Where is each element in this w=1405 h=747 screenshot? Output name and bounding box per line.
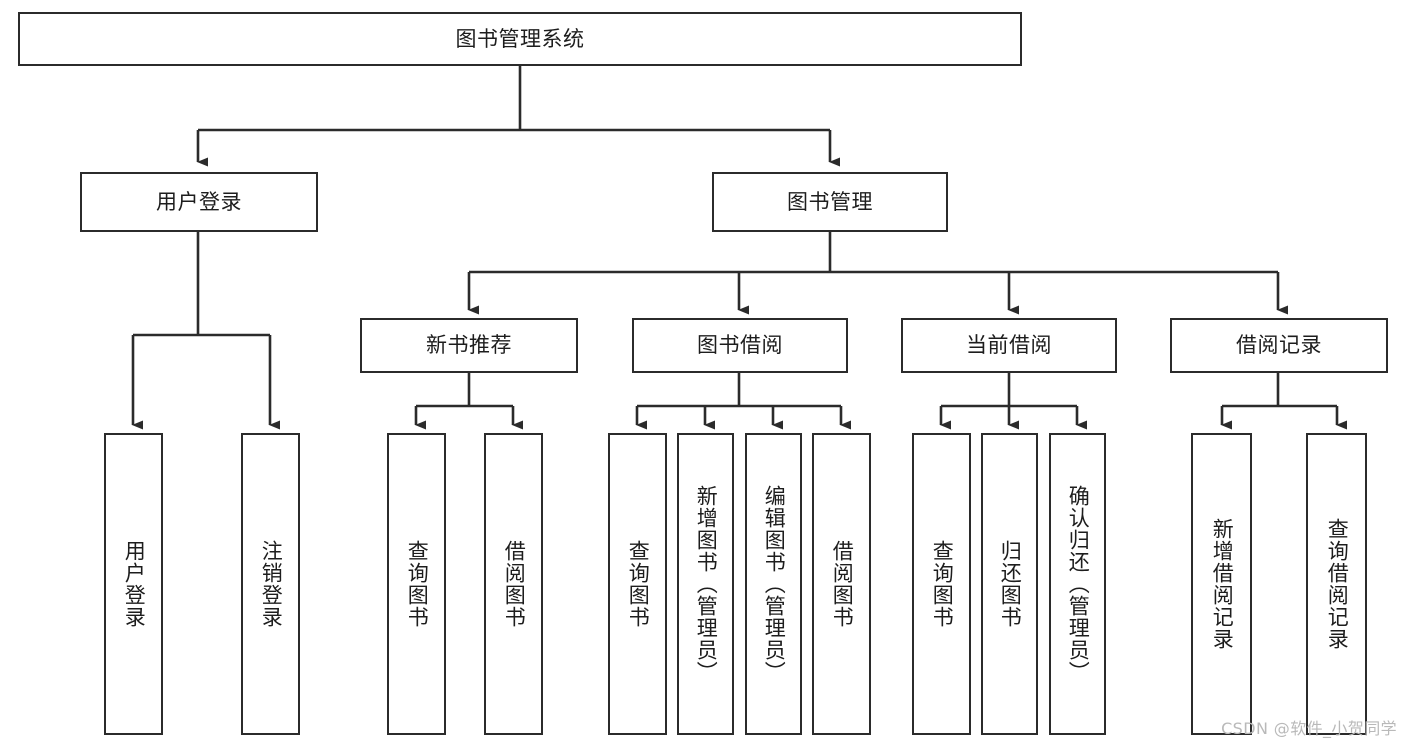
node-label: 图书管理系统 bbox=[455, 26, 585, 51]
leaf-query-book-current[interactable]: 查询图书 bbox=[912, 433, 971, 735]
node-label: 编辑图书（管理员） bbox=[762, 485, 787, 683]
node-label: 用户登录 bbox=[156, 189, 242, 214]
leaf-query-book-borrow[interactable]: 查询图书 bbox=[608, 433, 667, 735]
node-label: 当前借阅 bbox=[966, 333, 1052, 358]
leaf-confirm-return-admin[interactable]: 确认归还（管理员） bbox=[1049, 433, 1106, 735]
node-user-login[interactable]: 用户登录 bbox=[80, 172, 318, 232]
leaf-borrow-book-recommend[interactable]: 借阅图书 bbox=[484, 433, 543, 735]
node-current-borrow[interactable]: 当前借阅 bbox=[901, 318, 1117, 373]
node-label: 借阅图书 bbox=[830, 540, 855, 628]
node-book-management[interactable]: 图书管理 bbox=[712, 172, 948, 232]
node-label: 新增借阅记录 bbox=[1210, 518, 1235, 650]
leaf-user-login[interactable]: 用户登录 bbox=[104, 433, 163, 735]
leaf-add-book-admin[interactable]: 新增图书（管理员） bbox=[677, 433, 734, 735]
node-label: 确认归还（管理员） bbox=[1066, 485, 1091, 683]
node-label: 查询借阅记录 bbox=[1325, 518, 1350, 650]
leaf-edit-book-admin[interactable]: 编辑图书（管理员） bbox=[745, 433, 802, 735]
leaf-query-book-recommend[interactable]: 查询图书 bbox=[387, 433, 446, 735]
node-label: 查询图书 bbox=[930, 540, 955, 628]
leaf-add-borrow-record[interactable]: 新增借阅记录 bbox=[1191, 433, 1252, 735]
node-label: 归还图书 bbox=[998, 540, 1023, 628]
node-label: 注销登录 bbox=[259, 540, 284, 628]
leaf-logout-login[interactable]: 注销登录 bbox=[241, 433, 300, 735]
node-book-borrow[interactable]: 图书借阅 bbox=[632, 318, 848, 373]
node-label: 图书借阅 bbox=[697, 333, 783, 358]
watermark-text: CSDN @软件_小贺同学 bbox=[1221, 719, 1397, 738]
node-label: 借阅记录 bbox=[1236, 333, 1322, 358]
node-label: 图书管理 bbox=[787, 189, 873, 214]
leaf-return-book[interactable]: 归还图书 bbox=[981, 433, 1038, 735]
node-new-book-recommend[interactable]: 新书推荐 bbox=[360, 318, 578, 373]
node-label: 用户登录 bbox=[122, 540, 147, 628]
node-label: 查询图书 bbox=[626, 540, 651, 628]
node-label: 查询图书 bbox=[405, 540, 430, 628]
node-label: 借阅图书 bbox=[502, 540, 527, 628]
leaf-query-borrow-record[interactable]: 查询借阅记录 bbox=[1306, 433, 1367, 735]
node-book-management-system[interactable]: 图书管理系统 bbox=[18, 12, 1022, 66]
leaf-borrow-book-borrow[interactable]: 借阅图书 bbox=[812, 433, 871, 735]
node-label: 新书推荐 bbox=[426, 333, 512, 358]
node-borrow-record[interactable]: 借阅记录 bbox=[1170, 318, 1388, 373]
node-label: 新增图书（管理员） bbox=[694, 485, 719, 683]
